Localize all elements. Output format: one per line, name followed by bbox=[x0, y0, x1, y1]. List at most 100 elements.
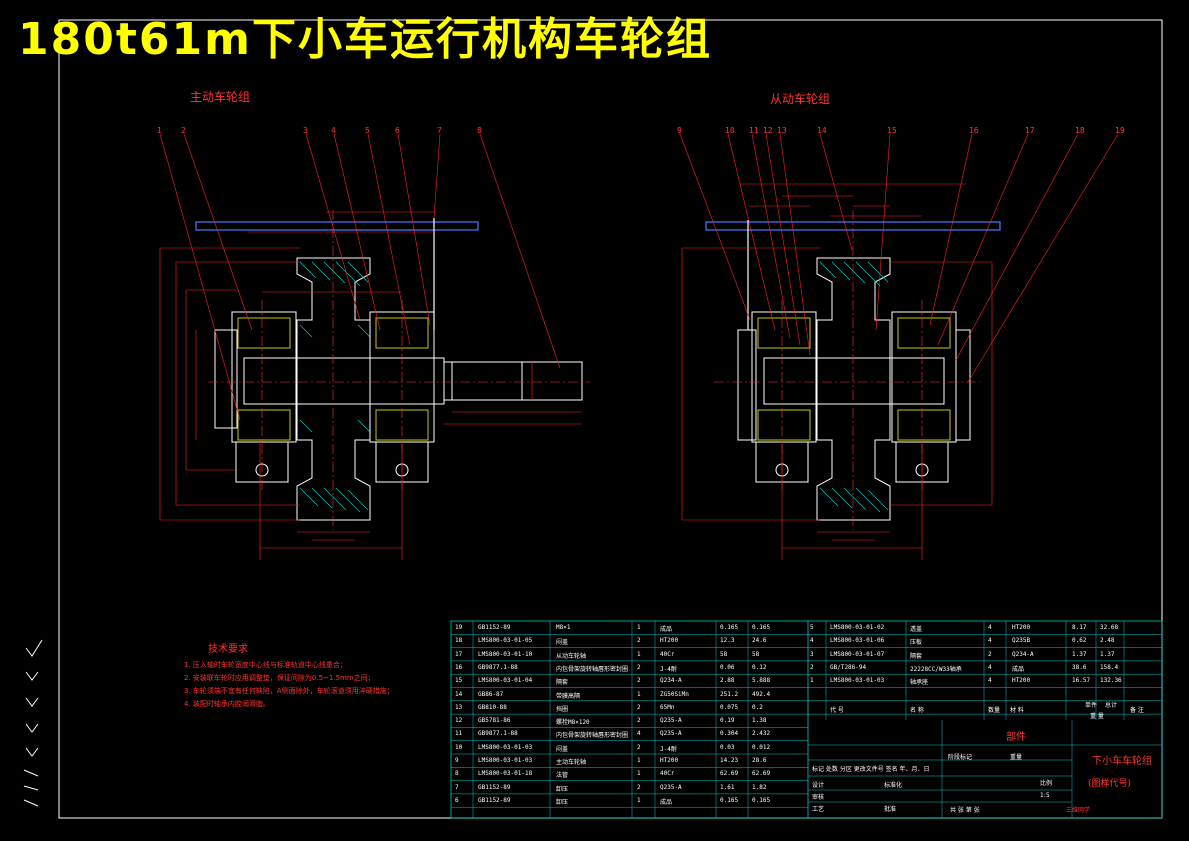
bom_left-row-13-col-2: 卸压 bbox=[556, 798, 569, 806]
bom_left-row-7-col-3: 2 bbox=[637, 717, 641, 725]
bom_left-row-6-col-3: 2 bbox=[637, 703, 641, 711]
bom_left-row-6-col-2: 挡圈 bbox=[556, 705, 569, 713]
tb-stage: 阶段标记 bbox=[948, 754, 973, 761]
bom_left-row-2-col-4: 40Cr bbox=[660, 650, 675, 658]
tech-requirement-4: 4. 装配时轴承内腔润滑脂。 bbox=[184, 700, 270, 708]
tech-requirement-1: 1. 压入轴时车轮宽度中心线与标准轨道中心线重合； bbox=[184, 661, 347, 669]
bom_left-row-8-col-0: 11 bbox=[455, 730, 463, 738]
part-balloon-right-7: 15 bbox=[887, 126, 897, 135]
bom_left-row-3-col-0: 16 bbox=[455, 663, 463, 671]
bom_right-row-0-col-2: 透盖 bbox=[910, 626, 923, 633]
bom_left-row-2-col-1: LMS800-03-01-10 bbox=[478, 650, 533, 658]
bom_right-row-1-col-2: 压板 bbox=[910, 639, 923, 647]
bom_left-row-12-col-2: 卸压 bbox=[556, 785, 569, 793]
bom_left-row-4-col-5: 2.88 bbox=[720, 677, 735, 685]
bom-header-remark: 备 注 bbox=[1130, 707, 1144, 714]
bom_left-row-0-col-4: 成品 bbox=[660, 626, 673, 633]
part-balloon-right-9: 17 bbox=[1025, 126, 1035, 135]
bom_right-row-2-col-6: 1.37 bbox=[1100, 650, 1115, 658]
part-balloon-left-4: 4 bbox=[331, 126, 336, 135]
part-balloon-left-1: 1 bbox=[157, 126, 162, 135]
part-balloon-left-6: 6 bbox=[395, 126, 400, 135]
bom_left-row-4-col-3: 2 bbox=[637, 677, 641, 685]
tb-standardize: 标准化 bbox=[884, 782, 903, 789]
part-balloon-right-1: 9 bbox=[677, 126, 682, 135]
bom_left-row-1-col-1: LMS800-03-01-05 bbox=[478, 637, 533, 645]
bom_left-row-10-col-0: 9 bbox=[455, 757, 459, 764]
part-balloon-right-5: 13 bbox=[777, 126, 787, 135]
bom_right-row-0-col-3: 4 bbox=[988, 624, 992, 631]
bom_left-row-6-col-1: GB810-88 bbox=[478, 703, 507, 711]
bom_left-row-10-col-2: 主动车轮轴 bbox=[556, 759, 587, 766]
wheel-hatch bbox=[299, 261, 371, 513]
bom_left-row-7-col-4: Q235-A bbox=[660, 717, 682, 725]
bom_left-row-1-col-5: 12.3 bbox=[720, 637, 735, 645]
bom_left-row-4-col-1: LMS800-03-01-04 bbox=[478, 677, 533, 685]
bom_right-row-3-col-3: 4 bbox=[988, 663, 992, 671]
tb-process: 工艺 bbox=[812, 806, 825, 813]
tb-check: 审核 bbox=[812, 794, 825, 801]
bom_left-row-8-col-6: 2.432 bbox=[752, 730, 771, 738]
left-dimensions bbox=[159, 211, 582, 560]
part-balloon-right-3: 11 bbox=[749, 126, 759, 135]
bom_left-row-13-col-3: 1 bbox=[637, 796, 641, 804]
bom-header-code: 代 号 bbox=[830, 707, 844, 714]
tb-scale-value: 1:5 bbox=[1040, 792, 1050, 799]
bom_left-row-4-col-2: 隔套 bbox=[556, 679, 569, 687]
bom-header-weight: 重 量 bbox=[1090, 713, 1104, 720]
driven-view-title: 从动车轮组 bbox=[770, 92, 831, 106]
bom_left-row-10-col-1: LMS800-03-01-03 bbox=[478, 757, 533, 764]
bom_left-row-3-col-5: 0.06 bbox=[720, 663, 735, 671]
tb-unit: 部件 bbox=[1006, 732, 1026, 743]
bom_left-row-5-col-6: 492.4 bbox=[752, 690, 771, 698]
part-balloon-left-7: 7 bbox=[437, 126, 442, 135]
bom_left-row-2-col-2: 从动车轮轴 bbox=[556, 652, 587, 660]
tb-approve: 批准 bbox=[884, 806, 897, 813]
bom_left-row-0-col-2: M8×1 bbox=[556, 624, 571, 631]
bom_left-row-12-col-5: 1.61 bbox=[720, 783, 735, 791]
axle-extension bbox=[443, 361, 583, 401]
part-balloon-right-4: 12 bbox=[763, 126, 773, 135]
bom-header-material: 材 料 bbox=[1010, 707, 1024, 714]
bom_left-row-1-col-3: 2 bbox=[637, 637, 641, 645]
tb-drawing-name: 下小车车轮组 bbox=[1092, 756, 1152, 767]
bom_left-row-6-col-5: 0.075 bbox=[720, 703, 739, 711]
left-bearing-top bbox=[237, 317, 291, 349]
bom_right-row-0-col-1: LMS800-03-01-02 bbox=[830, 624, 885, 631]
bom_left-row-3-col-1: GB9877.1-88 bbox=[478, 663, 518, 671]
bom_left-row-3-col-2: 内包骨架旋转轴唇形密封圈 bbox=[556, 665, 629, 673]
bom-header-unit: 单件 bbox=[1085, 702, 1098, 709]
right-leaders bbox=[679, 133, 1119, 383]
driving-view-title: 主动车轮组 bbox=[190, 90, 251, 104]
bom_right-row-4-col-1: LMS800-03-01-03 bbox=[830, 677, 885, 685]
left-leaders bbox=[159, 133, 561, 421]
bom_left-row-10-col-4: HT200 bbox=[660, 757, 679, 764]
bom_left-row-2-col-5: 58 bbox=[720, 650, 728, 658]
bom_left-row-11-col-1: LMS800-03-01-18 bbox=[478, 770, 533, 778]
tech-requirement-2: 2. 安装联车轮时应用调整垫，保证间隙为0.5~1.5mm之间； bbox=[184, 674, 375, 682]
axle bbox=[243, 357, 445, 405]
bom_right-row-4-col-6: 132.36 bbox=[1100, 677, 1122, 685]
driven-wheel-assembly-view bbox=[679, 133, 1119, 560]
part-balloon-right-11: 19 bbox=[1115, 126, 1125, 135]
bom_right-row-3-col-4: 成品 bbox=[1012, 665, 1025, 673]
bom_left-row-7-col-1: GB5781-86 bbox=[478, 717, 511, 725]
bom_left-row-11-col-5: 62.69 bbox=[720, 770, 739, 778]
bom_right-row-4-col-0: 1 bbox=[810, 677, 814, 685]
bom_right-row-4-col-3: 4 bbox=[988, 677, 992, 685]
axle bbox=[763, 357, 945, 405]
bom_left-row-4-col-4: Q234-A bbox=[660, 677, 682, 685]
part-balloon-right-10: 18 bbox=[1075, 126, 1085, 135]
bom_right-row-4-col-5: 16.57 bbox=[1072, 677, 1091, 685]
bom_left-row-9-col-1: LMS800-03-01-03 bbox=[478, 743, 533, 751]
tb-design: 设计 bbox=[812, 782, 825, 789]
part-balloon-right-2: 10 bbox=[725, 126, 735, 135]
bom_left-row-5-col-5: 251.2 bbox=[720, 690, 739, 698]
bom-header-total: 总计 bbox=[1105, 702, 1118, 709]
bom_left-row-8-col-4: Q235-A bbox=[660, 730, 682, 738]
bom_left-row-3-col-6: 0.12 bbox=[752, 663, 767, 671]
left-end-cap bbox=[214, 329, 238, 429]
bom_left-row-11-col-6: 62.69 bbox=[752, 770, 771, 778]
bom_left-row-6-col-0: 13 bbox=[455, 703, 463, 711]
bom_right-row-3-col-0: 2 bbox=[810, 663, 814, 671]
